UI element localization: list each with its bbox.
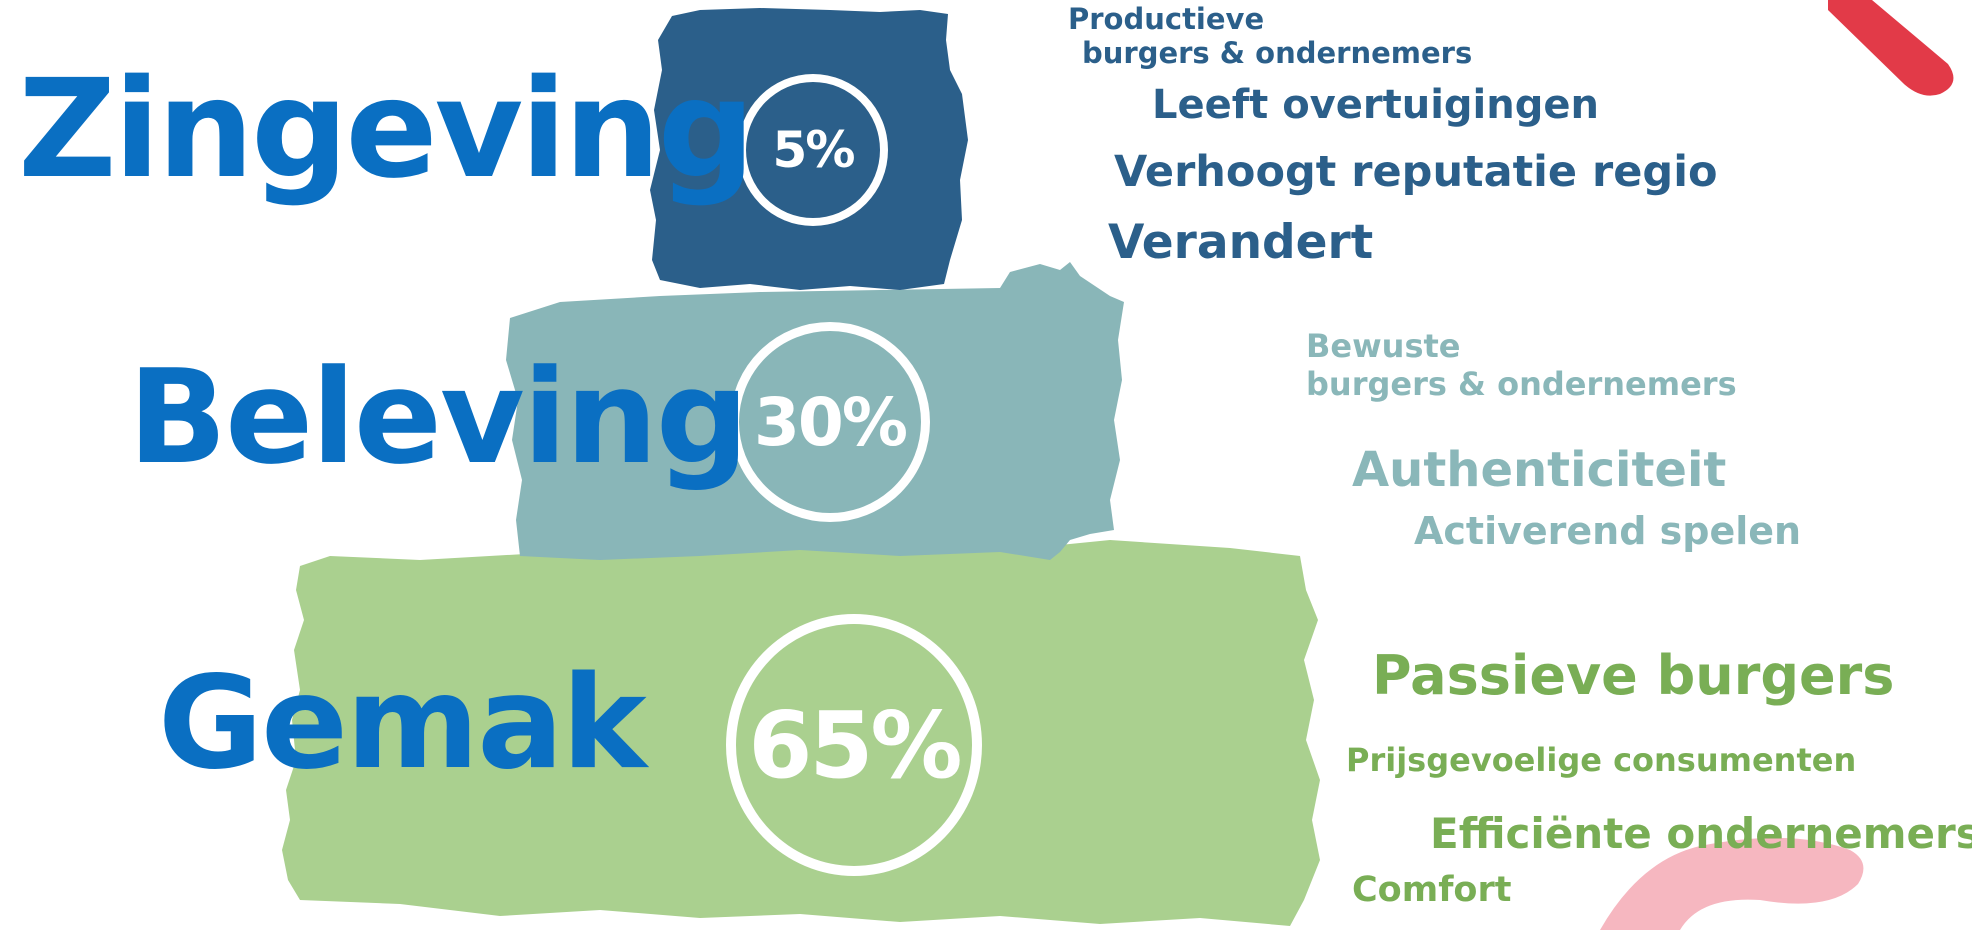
bottom-keyword-4: Comfort	[1352, 870, 1512, 910]
bottom-keyword-3: Efficiënte ondernemers	[1430, 809, 1972, 858]
bottom-keyword-2: Prijsgevoelige consumenten	[1346, 741, 1857, 779]
top-keyword-2: Verhoogt reputatie regio	[1114, 147, 1718, 197]
top-keyword-1: Leeft overtuigingen	[1152, 82, 1599, 128]
red-accent-stroke	[1828, 0, 1954, 96]
percent-ring-top: 5%	[738, 74, 888, 226]
percent-value-top: 5%	[772, 121, 856, 179]
top-group-line1: Productieve	[1068, 2, 1265, 36]
middle-group-line1: Bewuste	[1306, 327, 1461, 365]
percent-value-bottom: 65%	[748, 691, 962, 799]
pink-accent-blob	[1600, 837, 1864, 930]
middle-keyword-2: Activerend spelen	[1414, 509, 1802, 553]
level-label-top: Zingeving	[18, 51, 755, 209]
percent-ring-bottom: 65%	[726, 614, 982, 876]
percent-ring-middle: 30%	[730, 322, 930, 522]
level-label-bottom: Gemak	[158, 649, 647, 798]
bottom-keyword-1: Passieve burgers	[1372, 644, 1895, 707]
middle-group-line2: burgers & ondernemers	[1306, 365, 1737, 403]
percent-value-middle: 30%	[754, 383, 908, 461]
middle-keyword-1: Authenticiteit	[1352, 442, 1727, 498]
top-keyword-3: Verandert	[1108, 215, 1374, 270]
level-label-middle: Beleving	[128, 341, 749, 493]
top-group-line2: burgers & ondernemers	[1082, 36, 1473, 70]
